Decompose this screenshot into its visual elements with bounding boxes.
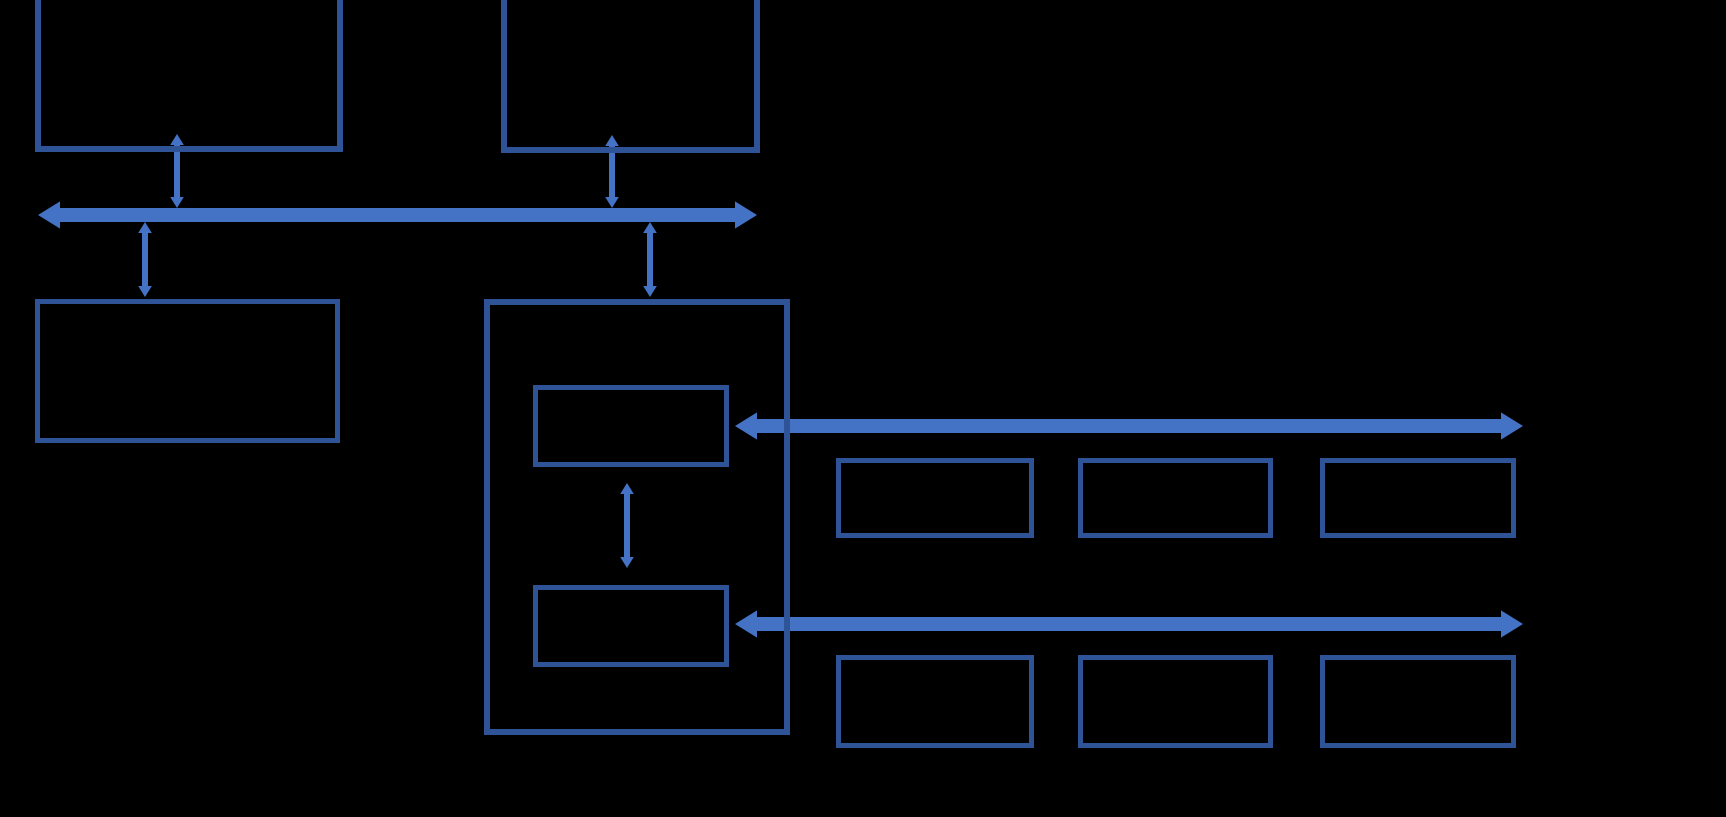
right-row2-block2[interactable]: [1078, 655, 1273, 748]
right-row2-block1[interactable]: [836, 655, 1034, 748]
arrow-bus-to-lower-left-arrow: [105, 182, 185, 337]
arrow-top-left-to-bus-arrow: [137, 94, 217, 248]
arrow-inner-upper-to-inner-lower-arrow: [587, 443, 667, 608]
bus-right-upper-arrow: [695, 386, 1563, 466]
bus-horizontal-main-arrow: [0, 175, 797, 255]
top-left-block[interactable]: [35, 0, 343, 152]
right-row1-block2[interactable]: [1078, 458, 1273, 538]
container-inner-lower[interactable]: [533, 585, 729, 667]
bus-right-lower-arrow: [695, 584, 1563, 664]
top-middle-block[interactable]: [501, 0, 760, 153]
right-row2-block3[interactable]: [1320, 655, 1516, 748]
container-block[interactable]: [484, 299, 790, 735]
lower-left-block[interactable]: [35, 299, 340, 443]
arrow-bus-to-container-arrow: [610, 182, 690, 337]
arrow-top-middle-to-bus-arrow: [572, 95, 652, 248]
right-row1-block3[interactable]: [1320, 458, 1516, 538]
container-inner-upper[interactable]: [533, 385, 729, 467]
right-row1-block1[interactable]: [836, 458, 1034, 538]
